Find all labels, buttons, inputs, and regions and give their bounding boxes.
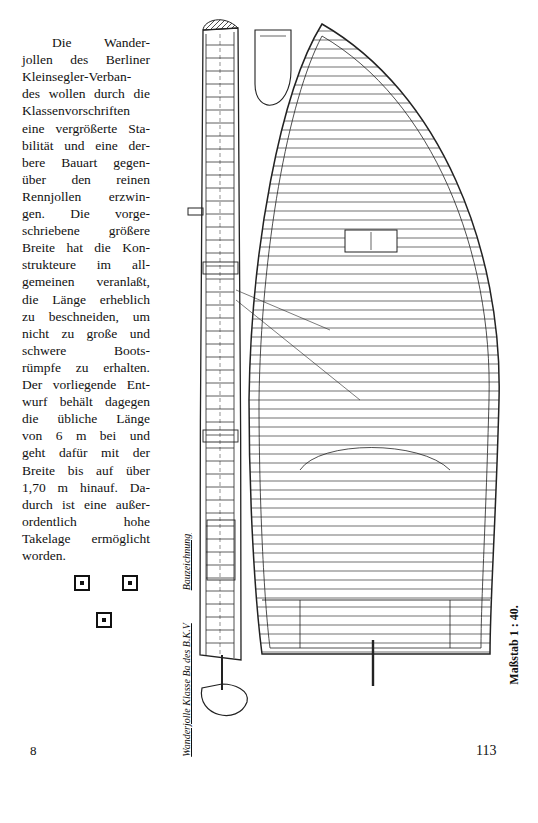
body-text-line: 1,70 m hinauf. Da- — [22, 479, 150, 496]
body-text-line: Breite bis auf über — [22, 462, 150, 479]
body-text-line: die Länge erheblich — [22, 291, 150, 308]
body-text-line: Der vorliegende Ent- — [22, 376, 150, 393]
body-text-line: Takelage ermöglicht — [22, 530, 150, 547]
scale-label: Maßstab 1 : 40. — [507, 603, 521, 686]
body-text-line: Rennjollen erzwin- — [22, 188, 150, 205]
body-text-line: durch ist eine außer- — [22, 496, 150, 513]
body-text-line: bere Bauart gegen- — [22, 154, 150, 171]
body-text-line: die übliche Länge — [22, 410, 150, 427]
body-text-line: eine vergrößerte Sta- — [22, 120, 150, 137]
body-text-line: Breite hat die Kon- — [22, 239, 150, 256]
body-text-line: von 6 m bei und — [22, 427, 150, 444]
body-text-line: gen. Die vorge- — [22, 205, 150, 222]
page-number: 8 — [30, 742, 37, 759]
body-text-line: strukteure im all- — [22, 256, 150, 273]
centerboard-sketch — [255, 30, 291, 105]
body-text-line: über den reinen — [22, 171, 150, 188]
ornament — [75, 576, 137, 627]
page-number: 113 — [476, 742, 496, 759]
body-text-line: Die Wander- — [52, 34, 150, 51]
body-text-line: Kleinsegler-Verban- — [22, 68, 150, 85]
body-text-line: schwere Boots- — [22, 342, 150, 359]
body-text-line: Klassenvorschriften — [22, 102, 150, 119]
body-text-line: nicht zu große und — [22, 325, 150, 342]
body-text-line: des wollen durch die — [22, 85, 150, 102]
drawing-note: Bauzeichnung — [181, 532, 193, 593]
body-text-line: bilität und eine der- — [22, 137, 150, 154]
body-text-line: ordentlich hohe — [22, 513, 150, 530]
body-text-line: jollen des Berliner — [22, 51, 150, 68]
body-text-line: rümpfe zu erhalten. — [22, 359, 150, 376]
body-text-line: schriebene größere — [22, 222, 150, 239]
body-text-line: geht dafür mit der — [22, 444, 150, 461]
body-text-line: gemeinen veranlaßt, — [22, 273, 150, 290]
body-text-line: wurf behält dagegen — [22, 393, 150, 410]
plan-view — [245, 20, 505, 686]
body-text-line: zu beschneiden, um — [22, 308, 150, 325]
drawing-title: Wanderjolle Klasse Ba des B.K.V — [181, 621, 193, 759]
body-text-line: worden. — [22, 547, 66, 564]
